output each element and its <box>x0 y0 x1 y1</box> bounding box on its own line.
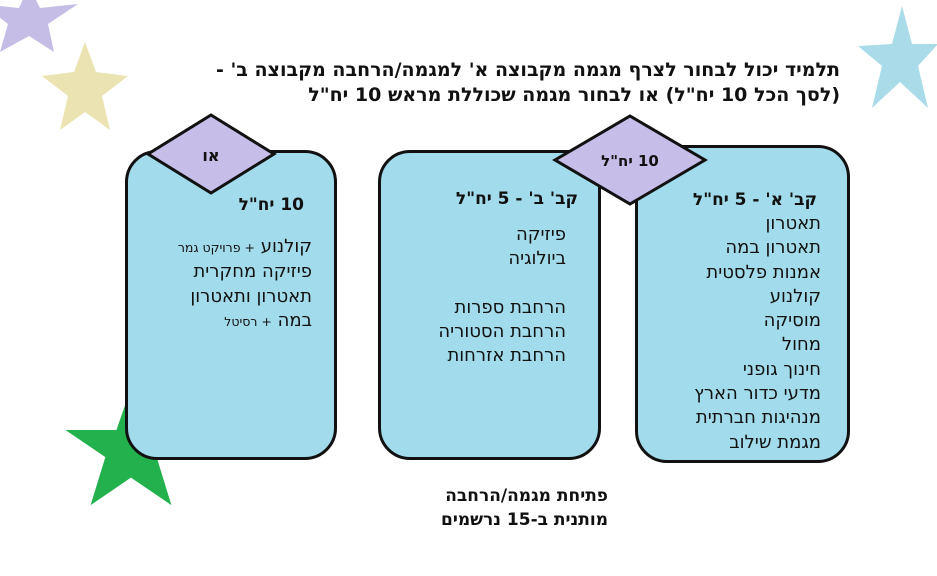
list-item: קולנוע <box>769 285 821 307</box>
purple-star-icon <box>0 0 78 52</box>
heading-line-1: תלמיד יכול לבחור לצרף מגמה מקבוצה א' למג… <box>215 59 840 81</box>
heading-line-2: (לסך הכל 10 יח"ל) או לבחור מגמה שכוללת מ… <box>308 84 840 106</box>
or-diamond-shape <box>145 113 277 195</box>
yellow-star-icon <box>42 42 128 130</box>
blue-star-icon <box>858 6 937 108</box>
list-item: הרחבת הסטוריה <box>438 320 566 342</box>
card-group-b-list: פיזיקה ביולוגיה הרחבת ספרות הרחבת הסטורי… <box>438 223 566 368</box>
list-item: מוסיקה <box>763 310 821 332</box>
units-diamond-shape <box>552 114 708 206</box>
list-item: ביולוגיה <box>508 248 566 270</box>
list-item-main: במה <box>277 309 312 331</box>
list-item: קולנוע + פרויקט גמר <box>178 235 312 260</box>
card-group-b-title: קב' ב' - 5 יח"ל <box>455 189 578 209</box>
list-item: הרחבת ספרות <box>454 296 566 318</box>
list-item: מחול <box>781 334 821 356</box>
list-item: אמנות פלסטית <box>706 261 821 283</box>
list-item: חינוך גופני <box>742 358 821 380</box>
card-group-a: קב' א' - 5 יח"ל תאטרון תאטרון במה אמנות … <box>635 145 850 463</box>
list-item: מנהיגות חברתית <box>695 407 821 429</box>
card-10-units-title: 10 יח"ל <box>238 195 304 215</box>
list-item: הרחבת אזרחות <box>447 345 566 367</box>
intro-heading: תלמיד יכול לבחור לצרף מגמה מקבוצה א' למג… <box>180 58 840 108</box>
footer-line-1: פתיחת מגמה/הרחבה <box>445 486 608 506</box>
list-item: מדעי כדור הארץ <box>694 383 821 405</box>
list-item: מגמת שילוב <box>729 431 821 453</box>
or-diamond: או <box>145 113 277 195</box>
list-item-main: קולנוע <box>260 236 312 257</box>
list-item: במה + רסיטל <box>178 309 312 334</box>
footer-line-2: מותנית ב-15 נרשמים <box>441 510 608 530</box>
list-item: פיזיקה מחקרית <box>193 261 312 283</box>
footer-note: פתיחת מגמה/הרחבה מותנית ב-15 נרשמים <box>380 484 608 532</box>
list-item-note: + רסיטל <box>224 313 272 329</box>
list-item: תאטרון במה <box>725 237 821 259</box>
card-group-b: קב' ב' - 5 יח"ל פיזיקה ביולוגיה הרחבת ספ… <box>378 150 601 460</box>
list-item: פיזיקה <box>515 224 566 245</box>
list-item-note: + פרויקט גמר <box>177 240 255 255</box>
card-group-a-title: קב' א' - 5 יח"ל <box>692 190 817 210</box>
units-diamond-label: 10 יח"ל <box>601 152 659 170</box>
card-10-units-list: קולנוע + פרויקט גמר פיזיקה מחקרית תאטרון… <box>178 235 312 334</box>
card-10-units: 10 יח"ל קולנוע + פרויקט גמר פיזיקה מחקרי… <box>125 150 337 460</box>
units-diamond: 10 יח"ל <box>552 114 708 206</box>
list-item: תאטרון <box>765 213 821 234</box>
list-item: תאטרון ותאטרון <box>190 285 312 307</box>
card-group-a-list: תאטרון תאטרון במה אמנות פלסטית קולנוע מו… <box>694 212 821 455</box>
or-diamond-label: או <box>202 146 219 165</box>
